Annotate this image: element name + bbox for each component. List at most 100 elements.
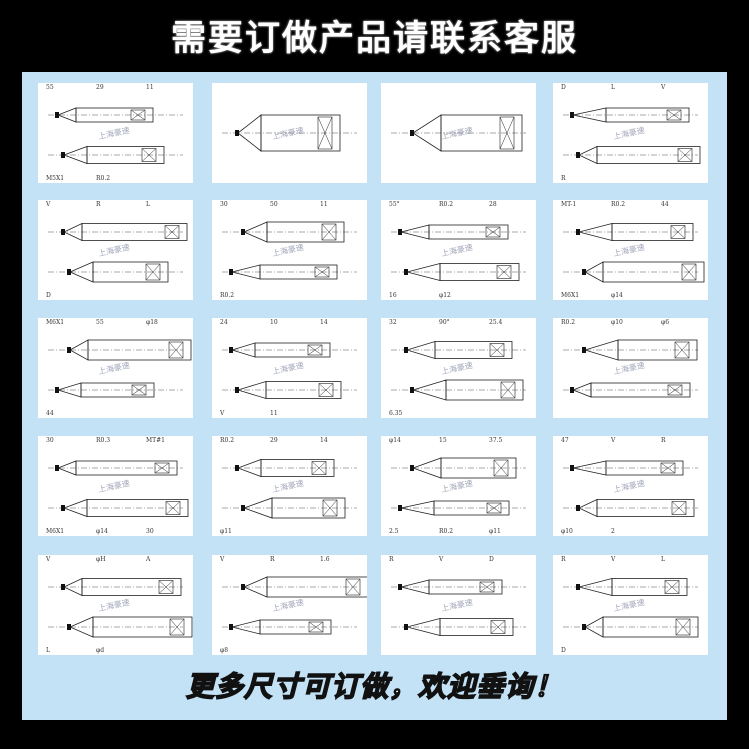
tool-drawing bbox=[48, 222, 188, 283]
tool-drawing bbox=[391, 579, 526, 637]
dimension-label: V bbox=[611, 437, 616, 444]
dimension-label: φ10 bbox=[561, 528, 573, 535]
dimension-label: 16 bbox=[389, 292, 397, 299]
dimension-label: 55 bbox=[46, 84, 54, 91]
dimension-label: φ6 bbox=[661, 319, 670, 326]
tool-drawing bbox=[563, 577, 699, 638]
dimension-label: D bbox=[561, 647, 566, 654]
dimension-label: 14 bbox=[320, 319, 328, 326]
dimension-label: φ8 bbox=[220, 647, 229, 654]
dimension-label: 30 bbox=[220, 201, 228, 208]
dimension-label: 1.6 bbox=[320, 556, 330, 563]
dimension-label: R0.2 bbox=[439, 528, 454, 535]
dimension-label: 15 bbox=[439, 437, 447, 444]
dimension-label: 28 bbox=[489, 201, 497, 208]
tool-drawing bbox=[222, 342, 357, 400]
dimension-label: 44 bbox=[46, 410, 54, 417]
dimension-label: 32 bbox=[389, 319, 397, 326]
tool-drawing bbox=[222, 576, 367, 635]
tool-drawing bbox=[222, 221, 357, 280]
dimension-label: M6X1 bbox=[46, 528, 65, 535]
dimension-label: R0.2 bbox=[611, 201, 626, 208]
dimension-label: V bbox=[611, 556, 616, 563]
tool-drawing bbox=[391, 114, 526, 152]
dimension-label: 25.4 bbox=[489, 319, 503, 326]
dimension-label: φ14 bbox=[389, 437, 401, 444]
dimension-label: 47 bbox=[561, 437, 569, 444]
dimension-label: R bbox=[561, 556, 566, 563]
tool-drawing bbox=[222, 114, 357, 152]
tool-drawing bbox=[48, 460, 189, 518]
dimension-label: 90° bbox=[439, 319, 450, 326]
dimension-label: φH bbox=[96, 556, 106, 563]
dimension-label: M5X1 bbox=[46, 175, 65, 182]
dimension-label: V bbox=[220, 556, 225, 563]
dimension-label: 24 bbox=[220, 319, 228, 326]
dimension-label: 11 bbox=[320, 201, 328, 208]
tool-drawing bbox=[222, 458, 357, 519]
dimension-label: 6.35 bbox=[389, 410, 403, 417]
tool-drawing bbox=[391, 457, 526, 516]
dimension-label: φ14 bbox=[611, 292, 623, 299]
dimension-label: V bbox=[220, 410, 225, 417]
dimension-label: R0.2 bbox=[439, 201, 454, 208]
dimension-label: L bbox=[611, 84, 615, 91]
dimension-label: 29 bbox=[270, 437, 278, 444]
tool-drawing bbox=[563, 222, 705, 283]
dimension-label: φ18 bbox=[146, 319, 158, 326]
dimension-label: R0.2 bbox=[96, 175, 111, 182]
dimension-label: V bbox=[439, 556, 444, 563]
tool-drawing-card[interactable]: 上海豪速 bbox=[212, 83, 367, 183]
dimension-label: φ11 bbox=[489, 528, 501, 535]
dimension-label: 44 bbox=[661, 201, 669, 208]
tool-drawing bbox=[563, 107, 701, 165]
page-title: 需要订做产品请联系客服 bbox=[170, 19, 578, 59]
dimension-label: φ10 bbox=[611, 319, 623, 326]
tool-drawing bbox=[563, 339, 698, 398]
dimension-label: L bbox=[46, 647, 50, 654]
dimension-label: R0.2 bbox=[220, 292, 235, 299]
dimension-label: R bbox=[96, 201, 101, 208]
dimension-label: R0.2 bbox=[220, 437, 235, 444]
dimension-label: V bbox=[661, 84, 666, 91]
dimension-label: R bbox=[661, 437, 666, 444]
dimension-label: 11 bbox=[146, 84, 154, 91]
tool-drawing bbox=[48, 577, 193, 638]
dimension-label: V bbox=[46, 201, 51, 208]
dimension-label: φd bbox=[96, 647, 105, 654]
dimension-label: M6X1 bbox=[46, 319, 65, 326]
dimension-label: φ12 bbox=[439, 292, 451, 299]
dimension-label: 11 bbox=[270, 410, 278, 417]
dimension-label: D bbox=[46, 292, 51, 299]
tool-drawing-card[interactable]: 上海豪速 bbox=[381, 83, 536, 183]
dimension-label: 29 bbox=[96, 84, 104, 91]
dimension-label: R bbox=[389, 556, 394, 563]
tool-drawing bbox=[563, 460, 698, 518]
tool-drawing bbox=[48, 107, 183, 165]
dimension-label: M6X1 bbox=[561, 292, 580, 299]
dimension-label: 30 bbox=[146, 528, 154, 535]
dimension-label: 10 bbox=[270, 319, 278, 326]
dimension-label: L bbox=[661, 556, 665, 563]
dimension-label: 55° bbox=[389, 201, 400, 208]
dimension-label: MT-1 bbox=[561, 201, 577, 208]
